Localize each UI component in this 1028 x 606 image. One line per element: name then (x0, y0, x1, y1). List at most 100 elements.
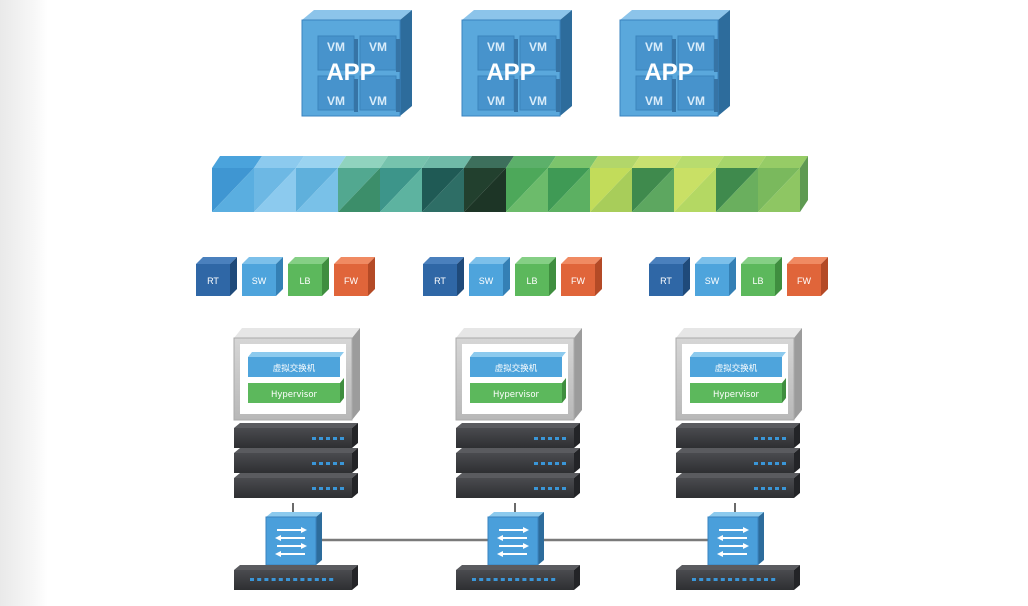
vm-label: VM (487, 94, 505, 108)
server-unit-side (352, 448, 358, 473)
rack-switch-top (234, 565, 358, 570)
virtual-switch-label: 虚拟交换机 (273, 363, 316, 374)
rack-switch-side (352, 565, 358, 590)
service-label: SW (479, 276, 494, 286)
cube-top (695, 257, 736, 264)
cube-side (683, 257, 690, 296)
vm-tile-shadow (396, 39, 400, 72)
switch-cube: SW (242, 257, 283, 296)
port-led (472, 578, 476, 581)
status-led (775, 437, 779, 440)
switch-icon-face (265, 516, 317, 566)
app-label: APP (486, 59, 535, 86)
vm-label: VM (687, 40, 705, 54)
status-led (555, 462, 559, 465)
vm-tile-shadow (514, 39, 518, 72)
server-unit-top (676, 448, 800, 453)
hypervisor-label: Hypervisor (713, 390, 760, 400)
status-led (340, 487, 344, 490)
switch-icon-face (707, 516, 759, 566)
status-led (754, 437, 758, 440)
app-block-side (718, 10, 730, 116)
server-unit-face (676, 478, 794, 498)
status-led (754, 487, 758, 490)
server-unit (234, 423, 358, 448)
status-led (333, 437, 337, 440)
left-edge-shading (0, 0, 48, 606)
fabric-segment-face (380, 168, 422, 212)
port-led (706, 578, 711, 581)
status-led (548, 487, 552, 490)
port-led (692, 578, 696, 581)
cube-face (334, 264, 368, 296)
cube-face (561, 264, 595, 296)
vm-tile (635, 75, 673, 111)
server-unit-face (676, 453, 794, 473)
port-led (500, 578, 505, 581)
fabric-segment-top (338, 156, 388, 168)
port-led (742, 578, 747, 581)
server-unit (234, 473, 358, 498)
fabric-segment-top (590, 156, 640, 168)
fabric-segment-face (296, 168, 338, 212)
virtual-switch-top (690, 352, 786, 357)
cube-side (276, 257, 283, 296)
switch-arrowhead (717, 551, 723, 557)
vm-label: VM (529, 40, 547, 54)
switch-arrowhead (275, 551, 281, 557)
port-led (771, 578, 776, 581)
status-led (768, 437, 772, 440)
app-label: APP (326, 59, 375, 86)
cube-side (729, 257, 736, 296)
fabric-segment-top (464, 156, 514, 168)
cube-face (515, 264, 549, 296)
fabric-segment-top (296, 156, 346, 168)
switch-arrowhead (275, 535, 281, 541)
port-led (764, 578, 768, 581)
port-led (493, 578, 498, 581)
switch-icon-top (266, 512, 322, 517)
status-led (541, 487, 545, 490)
port-led (720, 578, 725, 581)
vm-label: VM (369, 40, 387, 54)
server-unit (456, 448, 580, 473)
host-frame-side (574, 328, 582, 420)
server-unit-face (234, 478, 352, 498)
firewall-cube: FW (561, 257, 602, 296)
cube-face (288, 264, 322, 296)
fabric-segment-top (716, 156, 766, 168)
server-unit-side (574, 473, 580, 498)
load-balancer-cube: LB (515, 257, 556, 296)
switch-icon-face (487, 516, 539, 566)
hypervisor-side (340, 378, 344, 403)
vm-tile-shadow (714, 79, 718, 112)
status-led (319, 487, 323, 490)
switch-icon-side (538, 512, 544, 565)
fabric-segment-top (422, 156, 472, 168)
status-led (534, 487, 538, 490)
cube-top (288, 257, 329, 264)
status-led (754, 462, 758, 465)
cube-top (469, 257, 510, 264)
hypervisor-label: Hypervisor (493, 390, 540, 400)
switch-arrowhead (497, 535, 503, 541)
vm-tile-shadow (556, 39, 560, 72)
status-led (555, 487, 559, 490)
vm-label: VM (687, 94, 705, 108)
server-unit-top (676, 473, 800, 478)
fabric-segment-face (254, 168, 296, 212)
port-led (293, 578, 298, 581)
service-label: LB (299, 276, 310, 286)
cube-top (787, 257, 828, 264)
port-led (250, 578, 254, 581)
router-cube: RT (196, 257, 237, 296)
fabric-segment-top (758, 156, 808, 168)
vm-tile (677, 75, 715, 111)
switch-icon-top (708, 512, 764, 517)
rack-switch-top (456, 565, 580, 570)
status-led (761, 487, 765, 490)
virtual-network-fabric (212, 156, 808, 212)
